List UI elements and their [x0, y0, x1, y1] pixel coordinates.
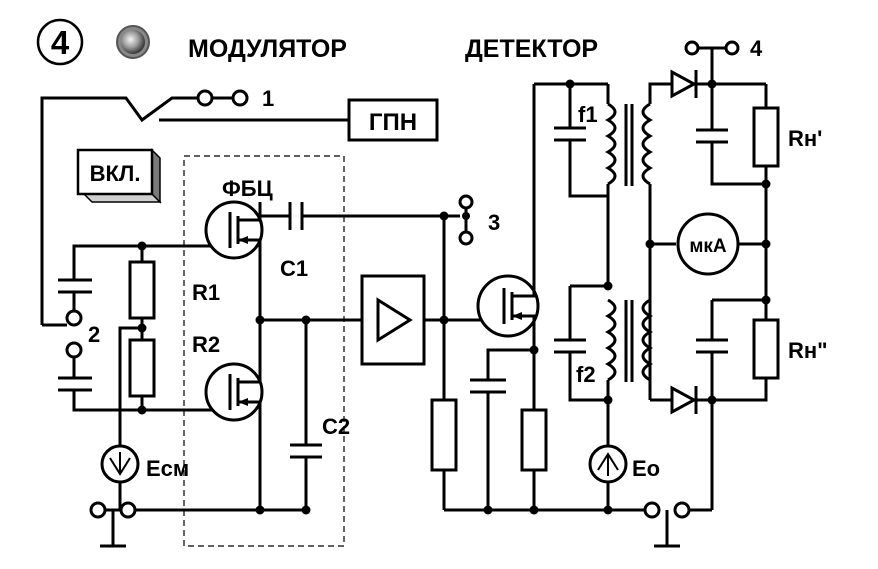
fet-bottom: [204, 320, 264, 510]
r2-label: R2: [192, 332, 220, 357]
indicator-lamp: [116, 25, 150, 59]
capacitor-load-bottom: [696, 338, 728, 354]
ground-terminal-right[interactable]: [643, 501, 691, 519]
terminal-1-label: 1: [262, 86, 274, 111]
resistor-gate: [430, 398, 458, 472]
resistor-rn2: [752, 318, 780, 380]
capacitor-c2: [290, 443, 322, 459]
capacitor-f1: [554, 126, 586, 142]
r1-label: R1: [192, 280, 220, 305]
bias-source-ecm: [100, 444, 140, 484]
fet-detector: [476, 84, 540, 410]
capacitor-f2: [554, 338, 586, 354]
terminal-3-label: 3: [488, 210, 500, 235]
resistor-rn1: [752, 106, 780, 168]
f2-label: f2: [576, 362, 596, 387]
f1-label: f1: [578, 102, 598, 127]
microammeter: мкА: [650, 212, 766, 276]
resistor-r1: [128, 260, 156, 320]
input-capacitor-bottom: [58, 376, 92, 392]
terminal-2[interactable]: [65, 309, 83, 359]
figure-number-badge: 4: [36, 18, 84, 66]
on-button[interactable]: ВКЛ.: [76, 148, 162, 204]
capacitor-source-bypass: [470, 378, 506, 394]
fbc-label: ФБЦ: [222, 176, 273, 201]
terminal-1[interactable]: [196, 89, 249, 107]
meter-label: мкА: [689, 236, 727, 257]
c2-label: C2: [322, 414, 350, 439]
modulator-heading: МОДУЛЯТОР: [188, 35, 347, 63]
eo-label: Eo: [632, 456, 660, 481]
gpn-label: ГПН: [369, 109, 417, 136]
resistor-r2: [128, 338, 156, 398]
input-capacitor-top: [58, 278, 92, 294]
capacitor-c1: [288, 202, 304, 230]
terminal-3[interactable]: [458, 194, 474, 246]
amplifier-block: [360, 274, 426, 366]
power-switch[interactable]: [40, 96, 349, 325]
gpn-block: ГПН: [347, 98, 439, 142]
fet-top: [204, 200, 264, 320]
terminal-4-label: 4: [750, 36, 763, 61]
rn1-label: Rн': [788, 126, 822, 151]
fbc-dashed-box: [183, 155, 345, 547]
diode-bottom: [670, 385, 698, 415]
supply-source-eo: [588, 444, 628, 484]
resistor-source: [520, 408, 548, 472]
capacitor-load-top: [696, 128, 728, 144]
detector-heading: ДЕТЕКТОР: [465, 35, 598, 63]
coil-f2: [604, 298, 654, 382]
ecm-label: Eсм: [146, 456, 189, 481]
figure-number: 4: [51, 24, 70, 61]
terminal-2-label: 2: [88, 322, 100, 347]
diode-top: [670, 69, 698, 99]
c1-label: C1: [280, 256, 308, 281]
on-button-label: ВКЛ.: [90, 161, 141, 186]
rn2-label: Rн": [788, 338, 828, 363]
ground-terminal-left[interactable]: [89, 501, 137, 519]
coil-f1: [604, 102, 654, 186]
